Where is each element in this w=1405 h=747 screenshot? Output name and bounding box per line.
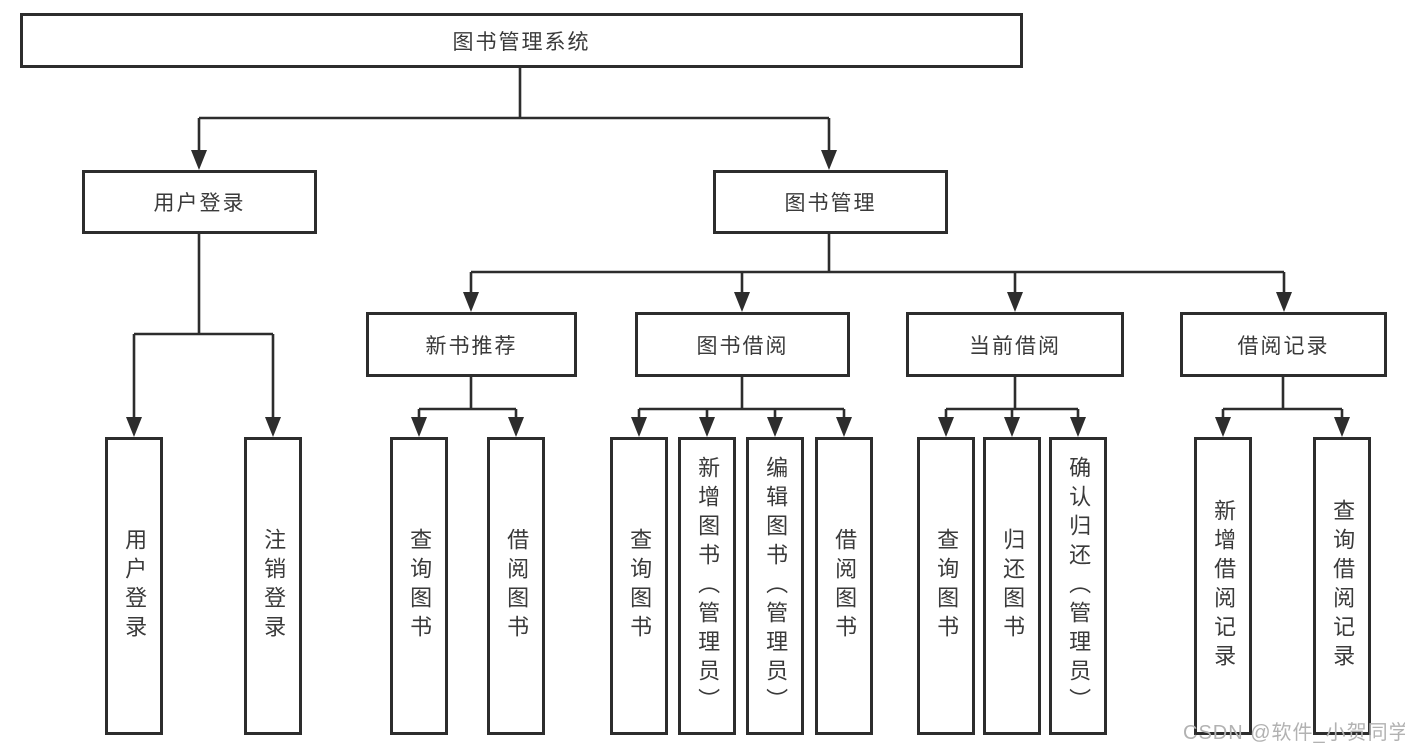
leaf-label: 用户登录	[122, 528, 148, 644]
leaf-logout: 注销登录	[244, 437, 302, 735]
csdn-watermark: CSDN @软件_小贺同学	[1183, 722, 1405, 744]
leaf-label: 新增借阅记录	[1211, 499, 1237, 673]
leaf-user-login: 用户登录	[105, 437, 163, 735]
node-root: 图书管理系统	[20, 13, 1023, 68]
leaf-borrow-books-borrowing: 借阅图书	[815, 437, 873, 735]
leaf-label: 注销登录	[261, 528, 287, 644]
leaf-query-borrow-record: 查询借阅记录	[1313, 437, 1371, 735]
leaf-add-borrow-record: 新增借阅记录	[1194, 437, 1252, 735]
leaf-borrow-books-recommend: 借阅图书	[487, 437, 545, 735]
arrowheads	[126, 150, 1350, 437]
leaf-label: 查询图书	[407, 528, 433, 644]
leaf-return-book: 归还图书	[983, 437, 1041, 735]
node-current-borrowing: 当前借阅	[906, 312, 1124, 377]
leaf-query-books-recommend: 查询图书	[390, 437, 448, 735]
leaf-query-books-borrowing: 查询图书	[610, 437, 668, 735]
node-user-login: 用户登录	[82, 170, 317, 234]
leaf-label: 归还图书	[1000, 528, 1026, 644]
leaf-label: 查询图书	[627, 528, 653, 644]
leaf-edit-book-admin: 编辑图书（管理员）	[746, 437, 804, 735]
leaf-label: 编辑图书（管理员）	[763, 455, 789, 717]
leaf-confirm-return-admin: 确认归还（管理员）	[1049, 437, 1107, 735]
leaf-query-books-current: 查询图书	[917, 437, 975, 735]
leaf-label: 查询借阅记录	[1330, 499, 1356, 673]
leaf-add-book-admin: 新增图书（管理员）	[678, 437, 736, 735]
leaf-label: 新增图书（管理员）	[695, 455, 721, 717]
node-book-management: 图书管理	[713, 170, 948, 234]
leaf-label: 借阅图书	[832, 528, 858, 644]
node-book-borrowing: 图书借阅	[635, 312, 850, 377]
leaf-label: 借阅图书	[504, 528, 530, 644]
leaf-label: 查询图书	[934, 528, 960, 644]
node-borrow-records: 借阅记录	[1180, 312, 1387, 377]
node-new-book-recommend: 新书推荐	[366, 312, 577, 377]
leaf-label: 确认归还（管理员）	[1066, 455, 1092, 717]
